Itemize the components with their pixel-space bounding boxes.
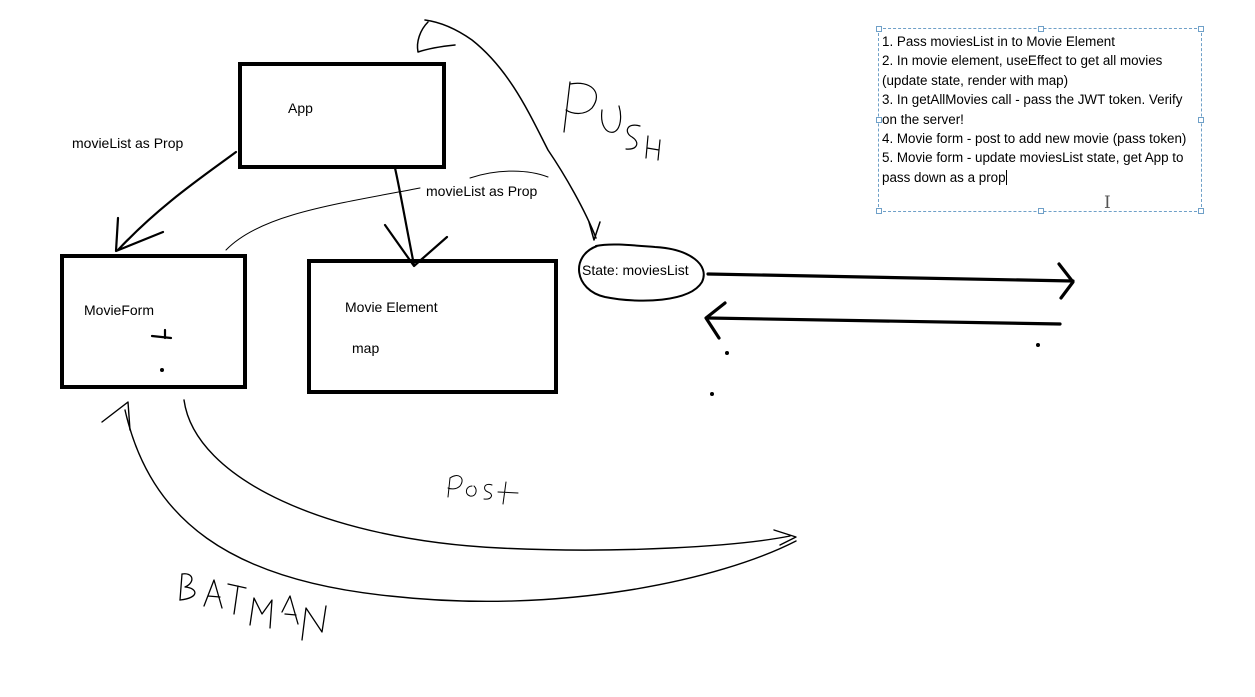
dot-2 — [710, 392, 714, 396]
ibeam-cursor-icon: I — [1104, 193, 1111, 213]
note-item-3: 3. In getAllMovies call - pass the JWT t… — [882, 92, 1183, 127]
thin-curve-form — [225, 187, 421, 251]
note-item-1: 1. Pass moviesList in to Movie Element — [882, 34, 1115, 49]
resize-handle-mr[interactable] — [1198, 117, 1204, 123]
state-movieslist-label: State: moviesList — [582, 262, 689, 278]
resize-handle-bl[interactable] — [876, 208, 882, 214]
left-arrowhead — [704, 301, 727, 340]
resize-handle-br[interactable] — [1198, 208, 1204, 214]
handwriting-post — [447, 475, 519, 505]
app-label: App — [288, 100, 313, 116]
note-item-5-text: 5. Movie form - update moviesList state,… — [882, 150, 1184, 185]
right-arrow-line — [706, 272, 1075, 283]
left-arrow-line — [706, 316, 1062, 326]
note-item-5: 5. Movie form - update moviesList state,… — [882, 148, 1199, 187]
movielist-prop-label-left: movieList as Prop — [72, 135, 184, 151]
app-box — [238, 62, 446, 169]
movie-form-label: MovieForm — [84, 302, 155, 318]
note-item-2: 2. In movie element, useEffect to get al… — [882, 53, 1163, 88]
resize-handle-bm[interactable] — [1038, 208, 1044, 214]
movielist-prop-label-center: movieList as Prop — [426, 183, 538, 199]
handwriting-batman — [179, 573, 327, 641]
resize-handle-tr[interactable] — [1198, 26, 1204, 32]
app-to-movieelement-arrow — [393, 166, 416, 267]
post-loop-line — [183, 399, 791, 551]
post-return-arrowhead — [101, 401, 131, 431]
app-to-movieelement-arrowhead — [383, 223, 449, 268]
right-arrowhead — [1057, 262, 1075, 300]
map-label: map — [352, 340, 380, 356]
notes-textbox[interactable]: 1. Pass moviesList in to Movie Element 2… — [876, 26, 1204, 214]
handwriting-push — [563, 81, 661, 161]
push-arrowhead-bottom — [588, 221, 601, 241]
movie-element-label: Movie Element — [345, 299, 438, 315]
dot-4 — [160, 368, 164, 372]
dot-1 — [725, 351, 729, 355]
push-arrow-line — [424, 19, 597, 239]
scribble-mark — [150, 328, 173, 340]
state-ellipse — [578, 243, 705, 302]
movie-element-box — [307, 259, 558, 394]
movie-form-box — [60, 254, 247, 389]
thin-curve-top — [469, 170, 549, 179]
text-caret — [1005, 169, 1007, 185]
push-arrowhead-top — [416, 21, 456, 53]
resize-handle-ml[interactable] — [876, 117, 882, 123]
note-item-4: 4. Movie form - post to add new movie (p… — [882, 131, 1187, 147]
dot-3 — [1036, 343, 1040, 347]
resize-handle-tm[interactable] — [1038, 26, 1044, 32]
app-to-movieform-arrowhead — [114, 216, 165, 253]
post-return-line — [124, 409, 797, 603]
resize-handle-tl[interactable] — [876, 26, 882, 32]
app-to-movieform-arrow — [116, 150, 238, 252]
post-loop-arrowhead — [773, 529, 797, 546]
